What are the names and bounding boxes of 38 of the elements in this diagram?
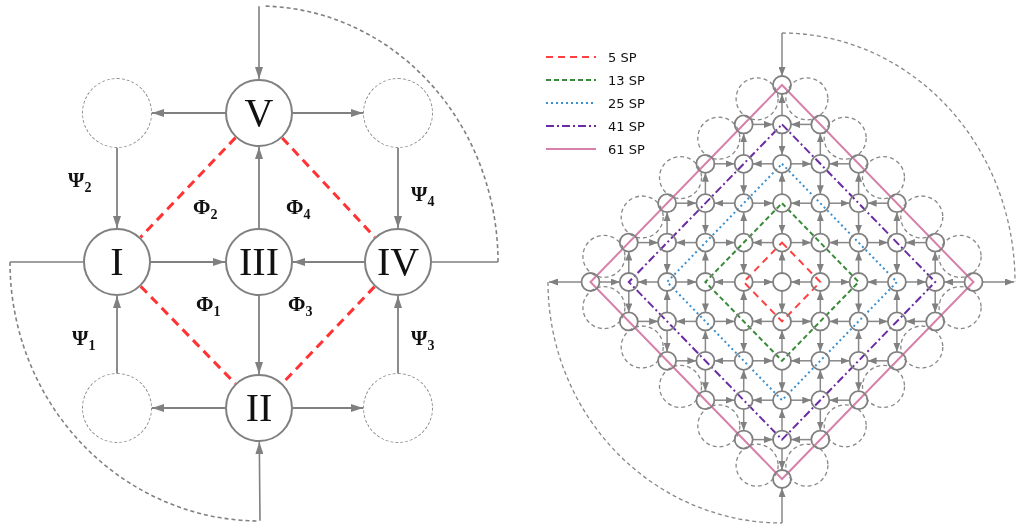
- arrow: [255, 295, 263, 375]
- legend-text: 25 SP: [608, 95, 645, 111]
- connector-line: [281, 136, 376, 239]
- connector-line: [139, 285, 237, 385]
- wrap-around-arrow: [9, 261, 264, 522]
- arrow: [292, 258, 365, 266]
- math-label: Φ$_{4}$: [286, 195, 311, 224]
- arrow: [113, 147, 121, 229]
- math-label: Ψ$_{4}$: [411, 182, 435, 211]
- wrap-around-arrow: [255, 5, 499, 263]
- legend-text: 61 SP: [608, 141, 645, 157]
- arrow: [150, 258, 226, 266]
- arrow: [394, 295, 402, 374]
- legend-text: 13 SP: [608, 72, 645, 88]
- arrow: [255, 146, 263, 229]
- state-circle: [225, 374, 293, 442]
- arrow: [151, 109, 226, 117]
- state-circle: [364, 228, 432, 296]
- math-label: Ψ$_{3}$: [411, 326, 435, 355]
- legend-text: 5 SP: [608, 49, 637, 65]
- node-label: I: [110, 242, 124, 282]
- node-label: II: [245, 388, 273, 428]
- math-label: Ψ$_{1}$: [72, 326, 96, 355]
- arrow: [151, 404, 226, 412]
- math-label: Φ$_{3}$: [288, 292, 313, 321]
- arrow: [394, 147, 402, 229]
- node-label: IV: [376, 242, 420, 282]
- math-label: Ψ$_{2}$: [68, 168, 92, 197]
- arrow: [292, 109, 364, 117]
- connector-line: [139, 136, 237, 239]
- arrow: [292, 404, 364, 412]
- math-label: Φ$_{2}$: [193, 195, 218, 224]
- math-label: Φ$_{1}$: [196, 292, 221, 321]
- state-circle: [83, 228, 151, 296]
- arrow: [113, 295, 121, 374]
- node-label: V: [244, 93, 274, 133]
- legend-text: 41 SP: [608, 118, 645, 134]
- node-label: III: [239, 242, 279, 282]
